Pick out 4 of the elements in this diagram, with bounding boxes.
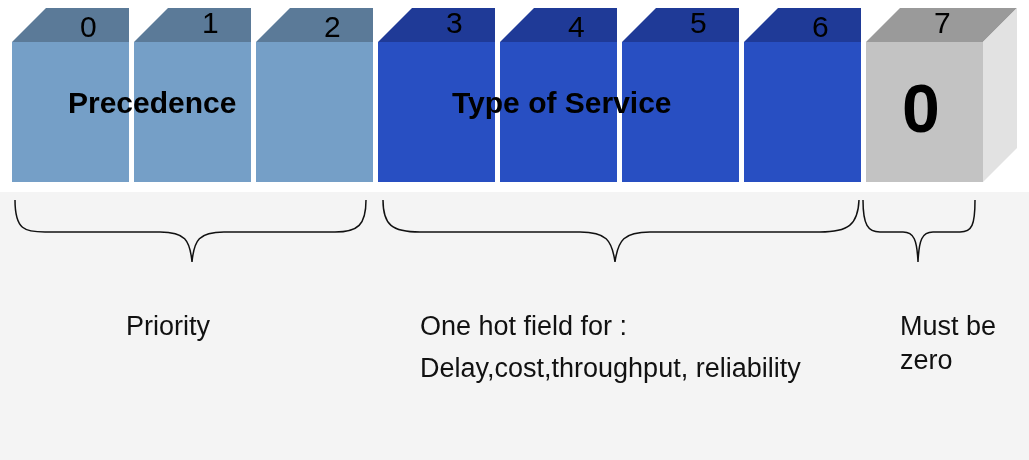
field-detail: Delay,cost,throughput, reliability [420,352,802,385]
field-meaning: Priority [126,310,210,343]
field-meaning: Must be zero [900,310,998,377]
field-meaning: One hot field for : [420,310,628,343]
